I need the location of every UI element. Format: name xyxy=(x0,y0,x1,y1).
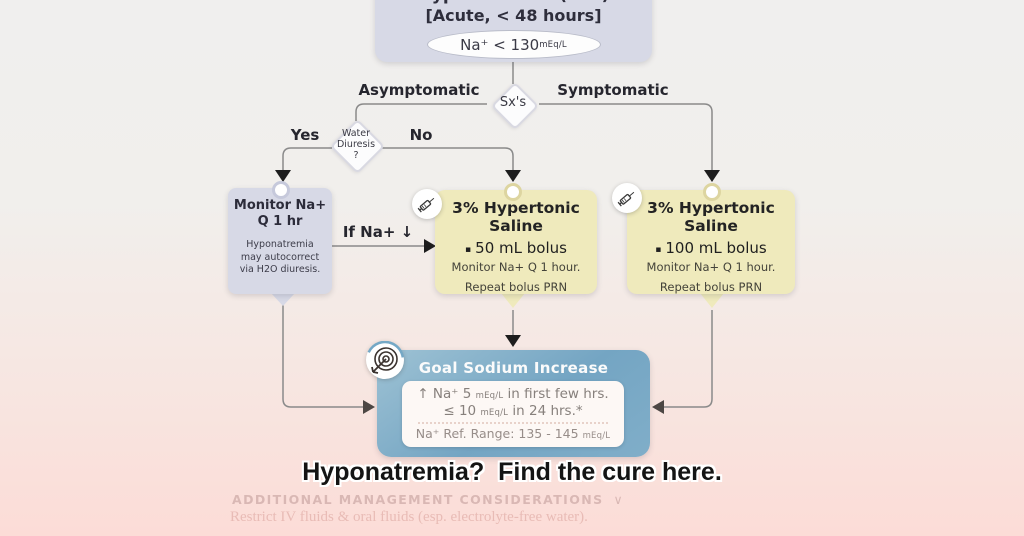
saline50-title-line1: 3% Hypertonic xyxy=(452,199,580,217)
arrow-down-to-monitor xyxy=(275,170,291,182)
additional-considerations-heading: ADDITIONAL MANAGEMENT CONSIDERATIONS ∨ xyxy=(232,492,624,507)
syringe-icon xyxy=(417,197,435,213)
chevron-down-icon: ∨ xyxy=(613,492,625,507)
saline50-bullet: ▪50 mL bolus xyxy=(435,239,597,257)
syringe-badge-50 xyxy=(412,189,442,219)
monitor-sodium-box: Monitor Na+Q 1 hr Hyponatremia may autoc… xyxy=(228,188,332,294)
saline100-detail1: Monitor Na+ Q 1 hour. xyxy=(646,260,776,274)
goal-line2-prefix: ≤ 10 xyxy=(443,403,477,419)
arrow-right-to-goal xyxy=(363,400,375,414)
saline50-grommet xyxy=(504,183,522,201)
sodium-criteria-value: Na⁺ < 130 xyxy=(460,35,540,54)
saline100-bullet: ▪100 mL bolus xyxy=(627,239,795,257)
saline100-detail2: Repeat bolus PRN xyxy=(659,280,763,294)
arrow-right-if-na xyxy=(424,239,436,253)
saline50-title-line2: Saline xyxy=(489,217,543,235)
goal-sodium-box: Goal Sodium Increase ↑ Na⁺ 5 mEq/L in fi… xyxy=(377,350,650,457)
branch-label-symptomatic: Symptomatic xyxy=(557,81,669,99)
caption-text: Hyponatremia? Find the cure here. xyxy=(302,458,722,486)
goal-line2: ≤ 10 mEq/L in 24 hrs.* xyxy=(402,403,624,419)
bullseye-dart-icon xyxy=(366,341,404,379)
arrow-down-to-goal xyxy=(505,335,521,347)
goal-divider xyxy=(417,422,609,424)
saline100-title-line1: 3% Hypertonic xyxy=(647,199,775,217)
branch-label-no: No xyxy=(409,126,433,144)
saline50-detail1: Monitor Na+ Q 1 hour. xyxy=(451,260,581,274)
saline100-bullet-text: 100 mL bolus xyxy=(665,239,767,257)
goal-line1-unit: mEq/L xyxy=(475,391,504,401)
bullet-marker: ▪ xyxy=(655,244,662,255)
branch-label-yes: Yes xyxy=(290,126,320,144)
top-condition-box: Hyponatremia (Na⁺) [Acute, < 48 hours] N… xyxy=(375,0,652,62)
saline50-detail2: Repeat bolus PRN xyxy=(464,280,568,294)
goal-ref-range: Na⁺ Ref. Range: 135 - 145 mEq/L xyxy=(402,426,624,441)
arrow-down-to-saline100 xyxy=(704,170,720,182)
monitor-note-line1: Hyponatremia xyxy=(246,239,314,250)
water-diuresis-line2: Diuresis xyxy=(336,139,376,150)
condition-subtitle: [Acute, < 48 hours] xyxy=(425,6,602,25)
saline50-box-tail xyxy=(501,293,525,308)
monitor-note: Hyponatremia may autocorrect via H2O diu… xyxy=(228,239,332,277)
monitor-title-line2: Q 1 hr xyxy=(257,214,303,229)
goal-line1-suffix: in first few hrs. xyxy=(503,386,609,402)
monitor-title-line1: Monitor Na+ xyxy=(233,198,327,213)
saline100-title-line2: Saline xyxy=(684,217,738,235)
arrow-down-to-saline50 xyxy=(505,170,521,182)
restrict-fluids-text: Restrict IV fluids & oral fluids (esp. e… xyxy=(230,509,588,525)
arrow-left-to-goal xyxy=(652,400,664,414)
syringe-icon xyxy=(617,191,635,207)
water-diuresis-label: Water Diuresis ? xyxy=(337,128,375,161)
additional-considerations-text: ADDITIONAL MANAGEMENT CONSIDERATIONS xyxy=(232,492,604,507)
goal-title: Goal Sodium Increase xyxy=(418,359,609,377)
goal-line1: ↑ Na⁺ 5 mEq/L in first few hrs. xyxy=(402,386,624,402)
monitor-box-tail xyxy=(271,293,295,306)
saline50-bullet-text: 50 mL bolus xyxy=(475,239,567,257)
condition-title: Hyponatremia (Na⁺) xyxy=(375,0,652,6)
symptoms-diamond-label: Sx's xyxy=(499,95,527,110)
goal-line2-unit: mEq/L xyxy=(480,408,509,418)
water-diuresis-line1: Water xyxy=(341,128,371,139)
goal-detail-panel: ↑ Na⁺ 5 mEq/L in first few hrs. ≤ 10 mEq… xyxy=(402,381,624,447)
saline100-box-tail xyxy=(700,293,724,308)
monitor-box-grommet xyxy=(272,181,290,199)
if-na-drops-label: If Na+ ↓ xyxy=(342,223,414,241)
water-diuresis-line3: ? xyxy=(353,150,359,161)
monitor-note-line3: via H2O diuresis. xyxy=(239,264,321,275)
target-badge xyxy=(366,341,404,379)
monitor-title: Monitor Na+Q 1 hr xyxy=(228,198,332,230)
monitor-note-line2: may autocorrect xyxy=(240,251,320,263)
goal-line1-prefix: ↑ Na⁺ 5 xyxy=(417,386,472,402)
goal-ref-unit: mEq/L xyxy=(582,431,611,441)
sodium-criteria-unit: mEq/L xyxy=(539,39,567,50)
saline100-grommet xyxy=(703,183,721,201)
branch-label-asymptomatic: Asymptomatic xyxy=(358,81,480,99)
goal-line2-suffix: in 24 hrs.* xyxy=(508,403,583,419)
syringe-badge-100 xyxy=(612,183,642,213)
bullet-marker: ▪ xyxy=(465,244,472,255)
goal-ref-prefix: Na⁺ Ref. Range: 135 - 145 xyxy=(415,426,579,441)
